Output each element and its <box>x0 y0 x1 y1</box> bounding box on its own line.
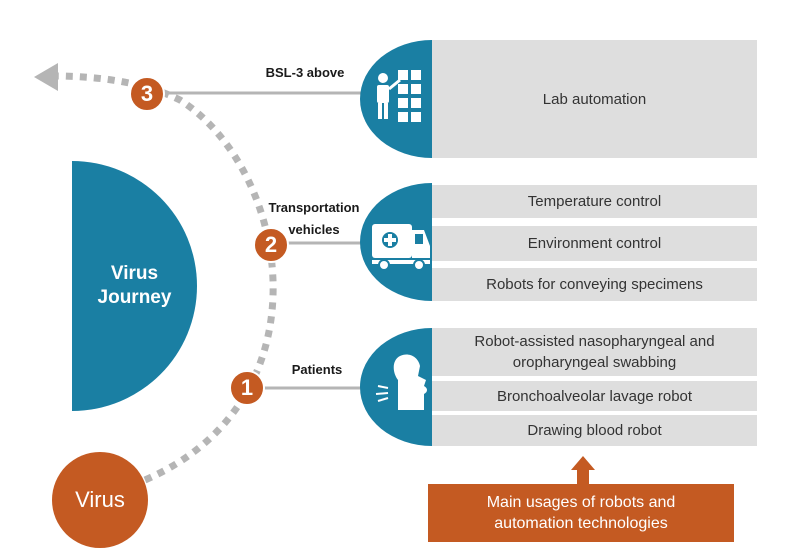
stage-1-badge: 1 <box>229 370 265 406</box>
footer-line1: Main usages of robots and <box>486 494 676 511</box>
journey-arc <box>51 72 277 484</box>
stage-1-item: Bronchoalveolar lavage robot <box>432 381 757 411</box>
stage-2-badge: 2 <box>253 227 289 263</box>
patient-cough-icon <box>375 354 427 410</box>
stage-2-item: Robots for conveying specimens <box>432 268 757 301</box>
stage-3-label: BSL-3 above <box>265 65 345 80</box>
ambulance-icon <box>372 224 430 271</box>
stage-2-label-line1: Transportation <box>268 200 360 215</box>
journey-title-line2: Journey <box>97 287 172 308</box>
footer-arrow <box>571 456 595 486</box>
stage-3-badge: 3 <box>129 76 165 112</box>
stage-2-label-line2: vehicles <box>288 222 340 237</box>
journey-arrowhead <box>34 63 58 91</box>
stage-3-icon-holder <box>360 40 432 158</box>
stage-2-item: Temperature control <box>432 185 757 218</box>
footer-line2: automation technologies <box>494 515 668 532</box>
stage-1-label: Patients <box>291 362 343 377</box>
stage-3-item: Lab automation <box>432 40 757 158</box>
stage-1-item: Drawing blood robot <box>432 415 757 446</box>
journey-title-line1: Virus <box>110 263 159 284</box>
stage-2-label: Transportation vehicles <box>262 197 366 241</box>
stage-2-item: Environment control <box>432 226 757 261</box>
virus-origin-node: Virus <box>52 452 148 548</box>
lab-worker-icon <box>377 70 421 122</box>
stage-1-item: Robot-assisted nasopharyngeal and oropha… <box>432 328 757 376</box>
footer-caption: Main usages of robots and automation tec… <box>428 484 734 542</box>
